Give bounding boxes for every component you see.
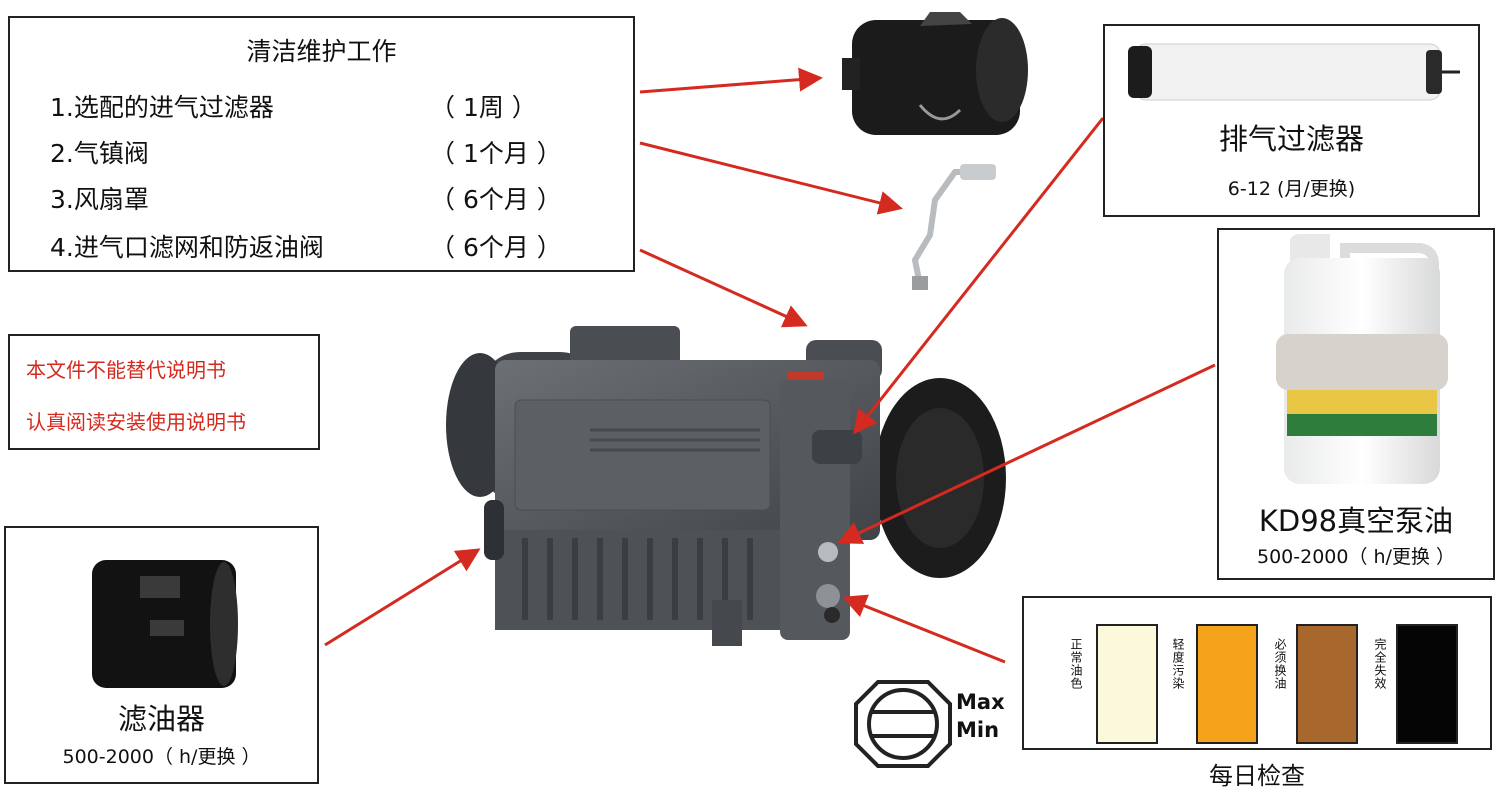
maintenance-item-name: 3.风扇罩 <box>50 185 149 214</box>
oil-filter-image <box>92 560 238 688</box>
pump-oil-title: KD98真空泵油 <box>1258 504 1454 538</box>
oil-color-swatch-change <box>1296 624 1358 744</box>
oil-color-swatch-normal <box>1096 624 1158 744</box>
warning-line-1: 本文件不能替代说明书 <box>26 358 226 382</box>
pointer-arrows <box>324 67 1216 664</box>
exhaust-filter-title: 排气过滤器 <box>1218 122 1364 156</box>
oil-level-label: 正常油色 <box>1069 638 1083 690</box>
pump-oil-box: KD98真空泵油 500-2000（ h/更换 ） <box>1217 228 1495 580</box>
gas-ballast-valve-image <box>911 164 996 290</box>
maintenance-item-period: （ 6个月 ） <box>430 233 562 262</box>
maintenance-title: 清洁维护工作 <box>246 37 397 66</box>
maintenance-box: 清洁维护工作 1.选配的进气过滤器 （ 1周 ） 2.气镇阀 （ 1个月 ） 3… <box>8 16 635 272</box>
exhaust-filter-interval: 6-12 (月/更换) <box>1227 178 1356 200</box>
oil-color-swatch-failed <box>1396 624 1458 744</box>
oil-sight-glass-icon <box>854 680 952 768</box>
oil-filter-box: 滤油器 500-2000（ h/更换 ） <box>4 526 319 784</box>
oil-filter-title: 滤油器 <box>117 702 205 736</box>
exhaust-filter-box: 排气过滤器 6-12 (月/更换) <box>1103 24 1480 217</box>
daily-check-title: 每日检查 <box>1209 762 1305 790</box>
maintenance-item-period: （ 6个月 ） <box>430 185 562 214</box>
oil-bottle-image <box>1276 234 1448 484</box>
warning-box: 本文件不能替代说明书 认真阅读安装使用说明书 <box>8 334 320 450</box>
warning-line-2: 认真阅读安装使用说明书 <box>26 410 246 434</box>
maintenance-item-period: （ 1个月 ） <box>430 139 562 168</box>
oil-level-label: 必须换油 <box>1273 638 1287 690</box>
maintenance-item-period: （ 1周 ） <box>430 93 537 122</box>
exhaust-filter-image <box>1128 43 1460 101</box>
vacuum-pump-image <box>446 326 1006 646</box>
maintenance-item-name: 2.气镇阀 <box>50 139 149 168</box>
oil-filter-interval: 500-2000（ h/更换 ） <box>62 746 261 768</box>
sight-glass-max-label: Max <box>956 690 1005 714</box>
daily-check-box: 正常油色 轻度污染 必须换油 完全失效 <box>1022 596 1492 750</box>
pump-oil-interval: 500-2000（ h/更换 ） <box>1257 546 1455 568</box>
oil-level-label: 轻度污染 <box>1171 638 1185 690</box>
maintenance-item-name: 4.进气口滤网和防返油阀 <box>50 233 324 262</box>
sight-glass-min-label: Min <box>956 718 1000 742</box>
oil-level-label: 完全失效 <box>1373 638 1387 690</box>
maintenance-item-name: 1.选配的进气过滤器 <box>50 93 274 122</box>
intake-filter-image <box>842 12 1028 135</box>
oil-color-swatch-light <box>1196 624 1258 744</box>
